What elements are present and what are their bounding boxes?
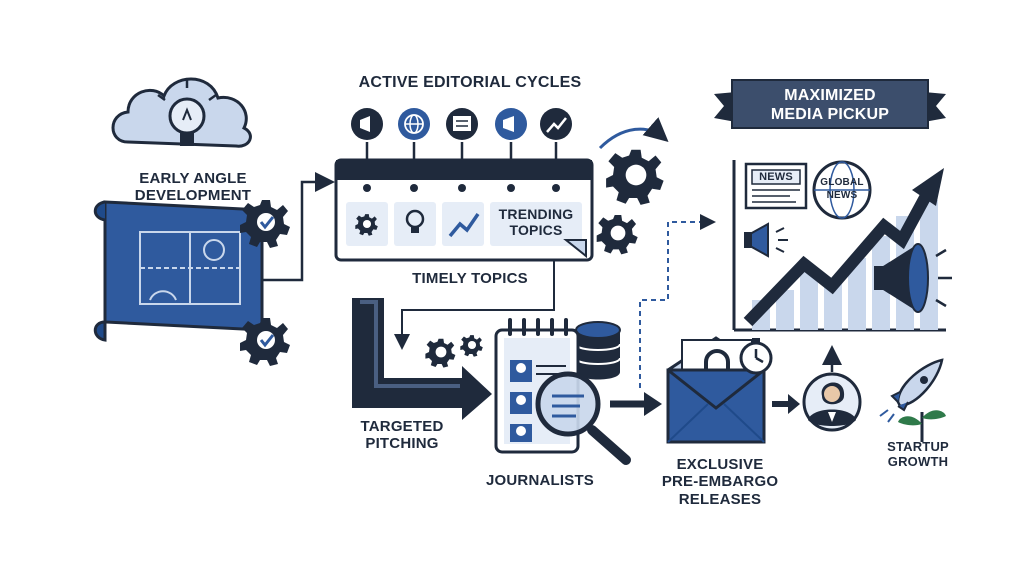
database-icon — [575, 321, 621, 380]
magnifier-icon — [535, 371, 631, 465]
gear-icon — [425, 338, 456, 368]
person-avatar-icon — [802, 372, 862, 432]
pitching-arrow — [352, 298, 492, 420]
maximized-banner — [714, 79, 946, 129]
startup-growth-label: STARTUP GROWTH — [887, 439, 949, 469]
cloud-lightbulb-icon — [111, 77, 252, 148]
journalists-label: JOURNALISTS — [485, 472, 595, 489]
global-news-label: GLOBAL NEWS — [820, 177, 864, 201]
check-gear-icon — [240, 318, 290, 366]
newspaper-icon — [744, 162, 808, 210]
trending-topics-label: TRENDING TOPICS — [498, 206, 574, 239]
megaphone-icon — [874, 243, 952, 313]
active-cycles-label: ACTIVE EDITORIAL CYCLES — [358, 74, 582, 91]
targeted-pitching-label: TARGETED PITCHING — [360, 418, 444, 453]
exclusive-label: EXCLUSIVE PRE-EMBARGO RELEASES — [661, 456, 779, 508]
envelope-lock-icon — [666, 336, 766, 444]
blueprint-icon — [93, 200, 264, 342]
megaphone-icon — [744, 222, 788, 258]
stopwatch-icon — [739, 338, 773, 375]
check-gear-icon — [240, 200, 290, 248]
globe-icon — [812, 160, 872, 220]
early-angle-label: EARLY ANGLE DEVELOPMENT — [134, 170, 252, 205]
gear-icon — [606, 149, 664, 205]
trend-arrow-icon — [448, 213, 480, 238]
gear-icon — [596, 214, 638, 255]
rocket-icon — [879, 358, 944, 423]
editorial-board — [334, 158, 594, 262]
news-badge-label: NEWS — [759, 171, 793, 183]
editorial-pins — [351, 108, 572, 168]
gear-icon — [460, 335, 483, 357]
growth-chart-icon — [898, 410, 946, 442]
trend-arrow-icon — [540, 108, 572, 140]
timely-topics-label: TIMELY TOPICS — [412, 270, 528, 287]
maximized-label: MAXIMIZED MEDIA PICKUP — [770, 87, 890, 124]
